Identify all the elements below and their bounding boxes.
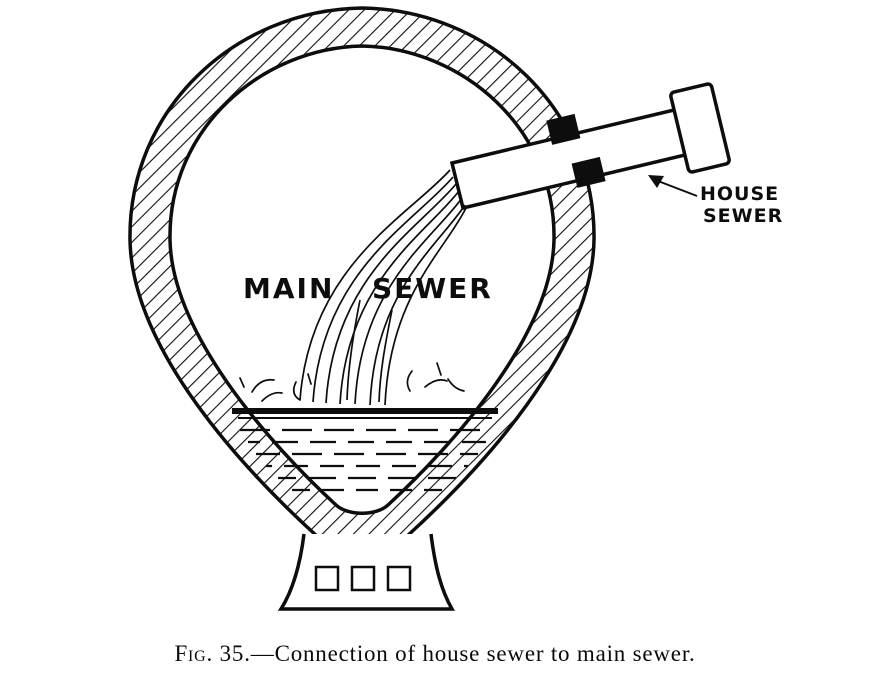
callout-leader-line: [657, 180, 698, 197]
house-sewer-label-line1: HOUSE: [700, 183, 779, 205]
main-sewer-label: MAIN SEWER: [243, 272, 493, 305]
pipe-end-flange: [669, 82, 731, 174]
house-sewer-callout: HOUSE SEWER: [648, 175, 783, 227]
splash-marks: [239, 362, 465, 402]
water-surface: [232, 408, 498, 492]
house-sewer-pipe: [449, 82, 731, 211]
figure-caption: Fig. 35.—Connection of house sewer to ma…: [0, 641, 870, 667]
water-stream: [299, 169, 467, 406]
callout-arrowhead-icon: [648, 175, 664, 188]
wall-hatching: [129, 8, 595, 549]
pipe-seal-lower: [571, 156, 606, 188]
house-sewer-label-line2: SEWER: [703, 205, 783, 227]
pedestal-outline: [277, 533, 456, 611]
main-sewer-wall: [128, 6, 596, 551]
figure-caption-text: —Connection of house sewer to main sewer…: [250, 641, 696, 666]
pedestal-fill: [281, 534, 452, 609]
pedestal: [277, 533, 456, 611]
sewer-connection-diagram: MAIN SEWER HOUSE SEWER: [128, 6, 783, 611]
pedestal-block-1: [314, 565, 340, 592]
pipe-seal-upper: [546, 113, 581, 145]
pedestal-block-3: [386, 565, 412, 592]
main-sewer-label-word1: MAIN: [243, 272, 334, 305]
pedestal-block-2: [350, 565, 376, 592]
figure-caption-number: Fig. 35.: [174, 641, 251, 666]
main-sewer-label-word2: SEWER: [372, 272, 493, 305]
